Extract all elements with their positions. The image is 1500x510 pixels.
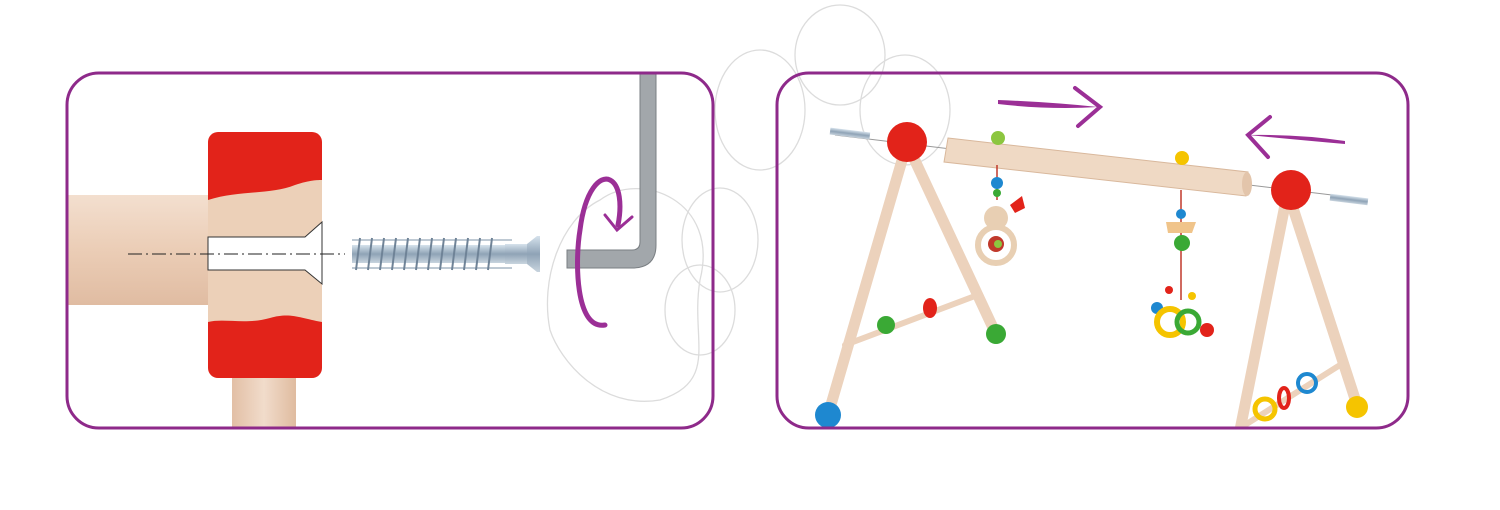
bead-green xyxy=(991,131,1005,145)
bead-green xyxy=(877,316,895,334)
horizontal-dowel xyxy=(67,195,220,305)
panel-screw-insertion xyxy=(65,71,715,430)
left-red-knob xyxy=(887,122,927,162)
rotate-arrow-icon xyxy=(575,176,634,328)
panel-frame xyxy=(65,71,715,430)
bead-blue xyxy=(815,402,841,428)
bead-yellow xyxy=(1175,151,1189,165)
left-a-frame xyxy=(822,144,1001,421)
paw-watermark xyxy=(546,4,951,402)
countersunk-hole xyxy=(207,220,323,286)
allen-key-icon xyxy=(566,73,657,269)
ring-red xyxy=(923,298,937,318)
ring-red xyxy=(1277,386,1291,410)
hanging-toy-rings xyxy=(1151,190,1214,338)
push-arrow-left-icon xyxy=(1245,115,1345,159)
panel-frame xyxy=(775,71,1410,430)
right-red-knob xyxy=(1271,170,1311,210)
screw-icon xyxy=(1329,193,1369,206)
push-arrow-right-icon xyxy=(998,86,1104,128)
ring-yellow xyxy=(1252,396,1278,422)
right-a-frame xyxy=(1232,199,1363,428)
ring-blue xyxy=(1296,372,1318,394)
top-bar xyxy=(943,137,1249,197)
bead-yellow xyxy=(1346,396,1368,418)
bead-green xyxy=(986,324,1006,344)
screw-icon xyxy=(829,127,871,140)
screw-icon xyxy=(352,236,540,272)
hanging-toy-bunny xyxy=(975,165,1025,266)
panel-gym-assembly xyxy=(775,71,1410,430)
